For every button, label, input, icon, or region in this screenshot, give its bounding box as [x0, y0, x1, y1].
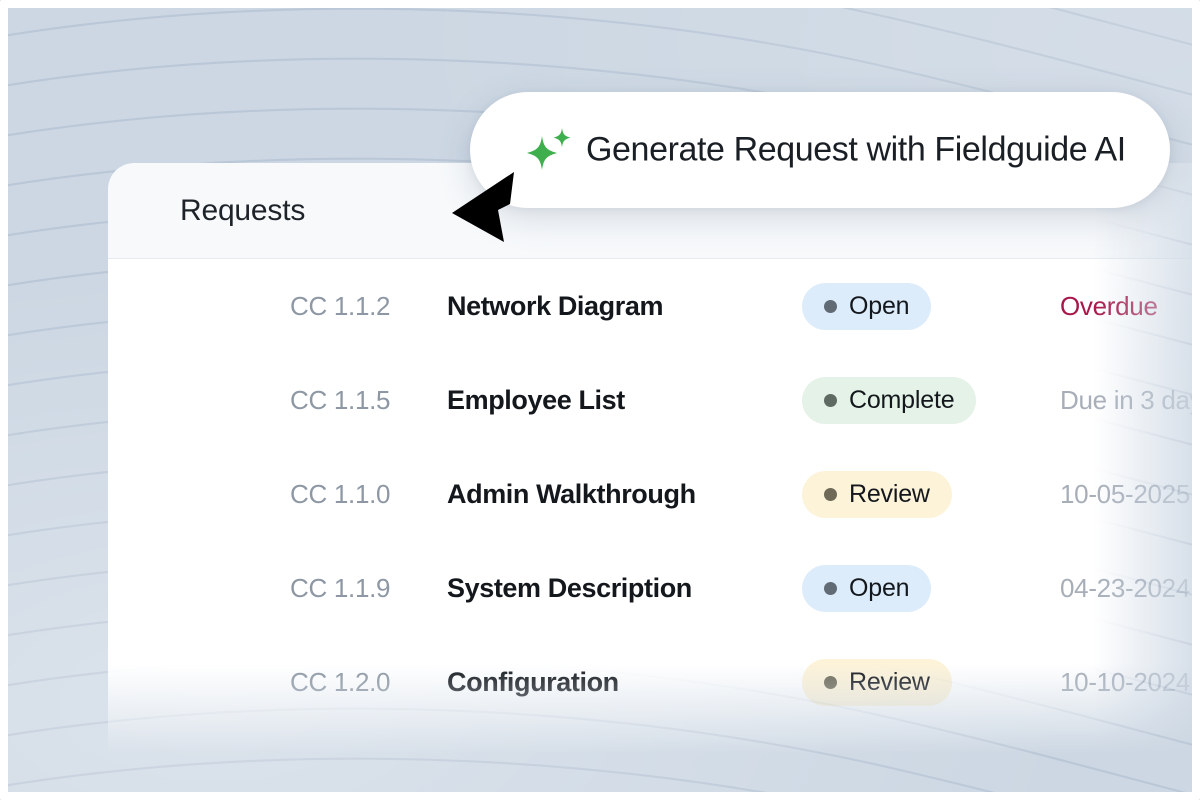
request-name: Admin Walkthrough: [447, 478, 696, 509]
request-name: Configuration: [447, 666, 619, 697]
request-code: CC 1.1.9: [290, 572, 391, 603]
requests-table: CC 1.1.2 Network Diagram Open Overdue CC…: [108, 259, 1200, 729]
status-dot-icon: [824, 299, 837, 313]
request-status[interactable]: Review: [802, 658, 952, 706]
status-badge-label: Complete: [849, 385, 955, 414]
status-badge[interactable]: Review: [802, 470, 952, 518]
table-row[interactable]: CC 1.1.0 Admin Walkthrough Review 10-05-…: [108, 447, 1200, 541]
table-row[interactable]: CC 1.1.9 System Description Open 04-23-2…: [108, 541, 1200, 635]
status-badge-label: Open: [849, 573, 910, 602]
request-code: CC 1.1.5: [290, 384, 391, 415]
request-status[interactable]: Open: [802, 282, 932, 330]
generate-request-button[interactable]: Generate Request with Fieldguide AI: [470, 92, 1170, 208]
request-code: CC 1.1.0: [290, 478, 391, 509]
request-due-date: Overdue: [1060, 290, 1158, 321]
request-name: Employee List: [447, 384, 625, 415]
generate-request-label: Generate Request with Fieldguide AI: [586, 130, 1126, 169]
status-badge[interactable]: Complete: [802, 376, 977, 424]
status-badge-label: Review: [849, 479, 930, 508]
request-code: CC 1.1.2: [290, 290, 391, 321]
status-badge[interactable]: Open: [802, 282, 932, 330]
status-badge-label: Open: [849, 291, 910, 320]
status-badge[interactable]: Open: [802, 564, 932, 612]
request-status[interactable]: Complete: [802, 376, 977, 424]
request-name: System Description: [447, 572, 692, 603]
sparkle-icon: [527, 128, 571, 170]
request-code: CC 1.2.0: [290, 666, 391, 697]
card-surface: Requests CC 1.1.2 Network Diagram Open O…: [108, 163, 1200, 763]
request-name: Network Diagram: [447, 290, 664, 321]
status-dot-icon: [824, 675, 837, 689]
table-row[interactable]: CC 1.1.5 Employee List Complete Due in 3…: [108, 353, 1200, 447]
request-due-date: 10-05-2025: [1060, 478, 1190, 509]
requests-card: Requests CC 1.1.2 Network Diagram Open O…: [108, 163, 1200, 763]
status-dot-icon: [824, 581, 837, 595]
request-status[interactable]: Open: [802, 564, 932, 612]
status-dot-icon: [824, 393, 837, 407]
table-row[interactable]: CC 1.2.0 Configuration Review 10-10-2024: [108, 635, 1200, 729]
request-status[interactable]: Review: [802, 470, 952, 518]
request-due-date: Due in 3 days: [1060, 384, 1200, 415]
status-dot-icon: [824, 487, 837, 501]
status-badge-label: Review: [849, 667, 930, 696]
table-row[interactable]: CC 1.1.2 Network Diagram Open Overdue: [108, 259, 1200, 353]
request-due-date: 04-23-2024: [1060, 572, 1190, 603]
page-title: Requests: [180, 193, 306, 227]
status-badge[interactable]: Review: [802, 658, 952, 706]
request-due-date: 10-10-2024: [1060, 666, 1190, 697]
